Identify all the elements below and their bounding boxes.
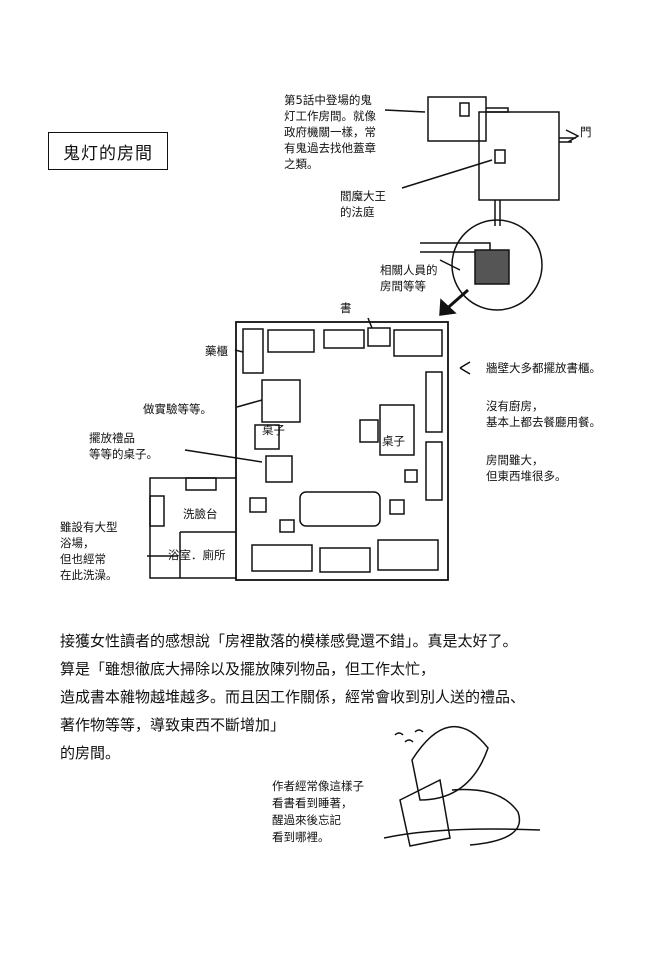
zoom-arrowhead bbox=[439, 298, 457, 316]
bed-shape bbox=[299, 491, 381, 527]
note-walls: 牆壁大多都擺放書櫃。 bbox=[486, 361, 601, 375]
leader-medicine bbox=[234, 349, 244, 353]
shelf-bottom-1 bbox=[251, 544, 313, 572]
room-outline bbox=[235, 321, 449, 581]
note-bath-detail: 雖設有大型 浴場， 但也經常 在此洗澡。 bbox=[60, 520, 118, 582]
leader-court bbox=[401, 159, 493, 189]
note-books: 書 bbox=[340, 301, 352, 315]
note-kitchen: 沒有廚房， 基本上都去餐廳用餐。 bbox=[486, 399, 601, 429]
office-door-mark bbox=[459, 102, 470, 117]
shelf-right-1 bbox=[425, 371, 443, 433]
clutter-4 bbox=[404, 469, 418, 483]
note-desk-left: 桌子 bbox=[262, 423, 285, 437]
shelf-top-1 bbox=[267, 329, 315, 353]
note-staff-rooms: 相關人員的 房間等等 bbox=[380, 263, 438, 293]
body-line-1: 接獲女性讀者的感想說「房裡散落的模樣感覺還不錯」。真是太好了。 bbox=[60, 632, 518, 650]
medicine-cabinet-shape bbox=[242, 328, 264, 374]
office-block bbox=[427, 96, 487, 142]
note-gift-table: 擺放禮品 等等的桌子。 bbox=[89, 431, 158, 461]
washstand-shape bbox=[185, 477, 217, 491]
book-stack bbox=[367, 327, 391, 347]
leader-gift bbox=[184, 449, 263, 463]
zoom-circle bbox=[451, 219, 543, 311]
leader-walls bbox=[459, 361, 471, 375]
author-caption: 作者經常像這樣子 看書看到睡著， 醒過來後忘記 看到哪裡。 bbox=[272, 779, 364, 844]
sleep-bubbles bbox=[394, 729, 424, 743]
court-door-mark bbox=[494, 149, 506, 164]
leader-books bbox=[367, 317, 373, 329]
clutter-1 bbox=[249, 497, 267, 513]
bath-divider bbox=[179, 531, 236, 578]
shelf-top-3 bbox=[393, 329, 443, 357]
shelf-bottom-2 bbox=[319, 547, 371, 573]
note-big-room: 房間雖大， 但東西堆很多。 bbox=[486, 453, 567, 483]
body-line-4: 著作物等等，導致東西不斷增加」 bbox=[60, 716, 286, 734]
clutter-3 bbox=[389, 499, 405, 515]
shelf-top-2 bbox=[323, 329, 365, 349]
bath-area bbox=[149, 477, 236, 579]
leader-experiment bbox=[236, 399, 263, 408]
chair-left bbox=[254, 424, 280, 450]
bath-fixture bbox=[149, 495, 165, 527]
chair-right bbox=[359, 419, 379, 443]
desk-left-shape bbox=[261, 379, 301, 423]
hozuki-room-mark bbox=[474, 249, 510, 285]
link-corridor bbox=[494, 200, 501, 226]
page-title: 鬼灯的房間 bbox=[48, 132, 168, 170]
gift-table-shape bbox=[265, 455, 293, 483]
clutter-2 bbox=[279, 519, 295, 533]
court-block bbox=[478, 111, 560, 201]
note-intro: 第5話中登場的鬼 灯工作房間。就像 政府機關一樣，常 有鬼過去找他蓋章 之類。 bbox=[284, 93, 376, 171]
author-body bbox=[451, 788, 521, 846]
body-line-2: 算是「雖想徹底大掃除以及擺放陳列物品，但工作太忙， bbox=[60, 660, 436, 678]
author-hair bbox=[411, 725, 489, 801]
note-door: 門 bbox=[580, 125, 592, 139]
note-court: 閻魔大王 的法庭 bbox=[340, 189, 386, 219]
shelf-bottom-3 bbox=[377, 539, 439, 571]
note-bath: 浴室．廁所 bbox=[168, 548, 226, 562]
note-desk-right: 桌子 bbox=[382, 434, 405, 448]
side-corridor bbox=[420, 242, 491, 253]
door-arrow bbox=[559, 129, 580, 143]
leader-intro bbox=[384, 109, 426, 113]
body-line-5: 的房間。 bbox=[60, 744, 121, 762]
leader-staff bbox=[439, 259, 461, 271]
body-line-3: 造成書本雜物越堆越多。而且因工作關係，經常會收到別人送的禮品、 bbox=[60, 688, 526, 706]
note-experiments: 做實驗等等。 bbox=[143, 402, 212, 416]
desk-right-shape bbox=[379, 404, 415, 456]
author-book bbox=[399, 778, 451, 847]
note-washstand: 洗臉台 bbox=[183, 507, 218, 521]
blanket-line bbox=[383, 828, 541, 839]
shelf-right-2 bbox=[425, 441, 443, 501]
note-medicine-cabinet: 藥櫃 bbox=[205, 344, 228, 358]
